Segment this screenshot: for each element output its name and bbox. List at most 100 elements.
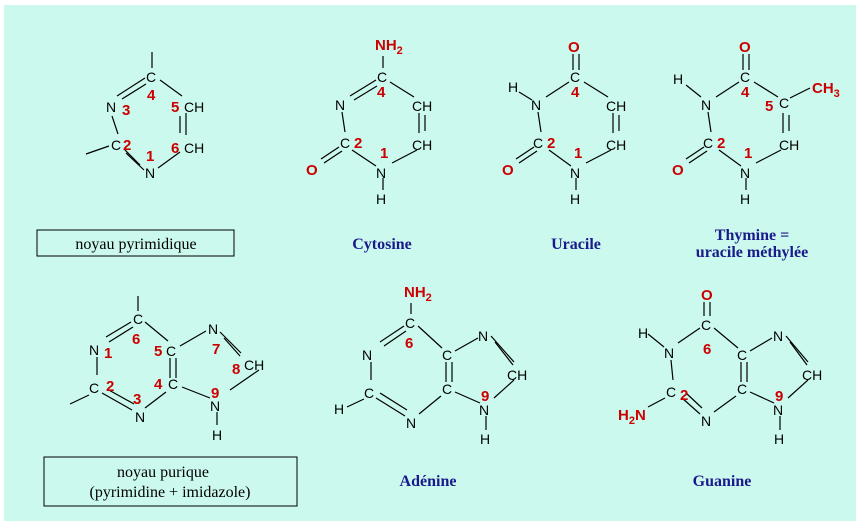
atom-n9: N [479, 402, 489, 418]
atom-c2: C [340, 135, 350, 151]
atom-c5: CH [412, 98, 432, 114]
pos-6: 6 [405, 335, 413, 352]
atom-n1: N [89, 342, 99, 358]
purine-label-box [43, 456, 298, 507]
atom-c5: C [166, 343, 176, 359]
atom-n3: N [701, 97, 711, 113]
atom-h3: H [673, 71, 683, 87]
thymine-name-line1: Thymine = [715, 227, 789, 244]
atom-h9: H [480, 431, 490, 447]
atom-c2: C [111, 137, 121, 153]
pos-2: 2 [547, 135, 555, 152]
pos-4: 4 [154, 376, 163, 393]
thymine-structure: O H N C C CH3 CH N H C O 4 5 2 1 Thymine… [672, 39, 840, 261]
atom-n3: N [406, 415, 416, 431]
substituent-o2: O [672, 162, 684, 179]
adenine-structure: NH2 N C C N CH H C N C N H 6 9 Adénine [334, 284, 527, 490]
atom-c2: C [89, 380, 99, 396]
pos-4: 4 [571, 84, 580, 101]
atom-c2: C [666, 384, 676, 400]
atom-n1: N [664, 345, 674, 361]
atom-n1: N [740, 165, 750, 181]
substituent-o4: O [568, 39, 580, 56]
pos-2: 2 [106, 378, 114, 395]
purine-core: N C C N CH C N C N H 1 6 5 7 8 2 3 4 9 n… [43, 296, 298, 507]
cytosine-structure: NH2 N C CH CH N H C O 4 2 1 Cytosine [306, 37, 432, 253]
pos-2: 2 [680, 387, 688, 404]
bonds [346, 303, 515, 430]
atom-c6: CH [606, 137, 626, 153]
pos-9: 9 [775, 388, 783, 405]
atom-c8: CH [244, 357, 264, 373]
atom-n1: N [145, 165, 155, 181]
substituent-o2: O [502, 162, 514, 179]
uracile-structure: O H N C CH CH N H C O 4 2 1 Uracile [502, 39, 626, 253]
atom-h1: H [570, 191, 580, 207]
bonds [515, 54, 620, 190]
atom-h3: H [508, 79, 518, 95]
substituent-o: O [306, 162, 318, 179]
atom-c4: C [146, 69, 156, 85]
pos-7: 7 [212, 341, 220, 358]
atom-c4: C [168, 376, 178, 392]
pyrimidine-core-label: noyau pyrimidique [75, 236, 196, 253]
atom-c6: CH [779, 137, 799, 153]
atom-n7: N [478, 328, 488, 344]
pos-1: 1 [744, 145, 752, 162]
pos-1: 1 [574, 145, 582, 162]
atom-n3: N [106, 99, 116, 115]
pos-1: 1 [104, 345, 112, 362]
cytosine-name: Cytosine [352, 236, 412, 253]
pos-4: 4 [147, 87, 156, 104]
atom-n9: N [210, 398, 220, 414]
atom-n3: N [335, 97, 345, 113]
atom-c4: C [737, 381, 747, 397]
atom-n7: N [773, 328, 783, 344]
uracile-name: Uracile [551, 236, 601, 253]
purine-core-label-line1: noyau purique [117, 464, 209, 481]
pos-6: 6 [703, 341, 711, 358]
bonds [85, 52, 187, 171]
atom-c4: C [740, 69, 750, 85]
pyrimidine-core: N C CH CH N C 3 4 5 6 1 2 noyau pyrimidi… [36, 52, 235, 257]
atom-h9: H [212, 427, 222, 443]
atom-n1: N [376, 165, 386, 181]
atom-c8: CH [802, 367, 822, 383]
diagram-background [4, 5, 856, 521]
atom-h1: H [376, 191, 386, 207]
atom-n3: N [701, 413, 711, 429]
atom-c8: CH [507, 367, 527, 383]
substituent-nh2: NH2 [375, 37, 403, 57]
atom-h1: H [638, 325, 648, 341]
pos-9: 9 [211, 385, 219, 402]
bonds [647, 302, 809, 430]
pos-1: 1 [146, 148, 154, 165]
substituent-ch3: CH3 [812, 80, 840, 100]
substituent-o4: O [739, 39, 751, 56]
guanine-structure: O H N C C N CH C H2N N C N H 6 2 9 Guani… [618, 287, 822, 490]
pyrimidine-label-box [36, 229, 235, 257]
pos-5: 5 [154, 343, 162, 360]
thymine-name-line2: uracile méthylée [696, 244, 808, 261]
substituent-nh2: NH2 [404, 284, 432, 304]
pos-3: 3 [133, 391, 141, 408]
pos-2: 2 [717, 135, 725, 152]
atom-h2: H [334, 401, 344, 417]
pos-2: 2 [123, 137, 131, 154]
atom-h1: H [740, 191, 750, 207]
pos-5: 5 [171, 99, 179, 116]
atom-c6: CH [412, 137, 432, 153]
pos-6: 6 [132, 331, 140, 348]
atom-c4: C [377, 69, 387, 85]
atom-n1: N [362, 347, 372, 363]
atom-c6: C [133, 311, 143, 327]
pos-6: 6 [171, 140, 179, 157]
bonds [685, 54, 811, 190]
atom-n3: N [135, 409, 145, 425]
atom-c4: C [442, 381, 452, 397]
pos-3: 3 [122, 102, 130, 119]
pos-1: 1 [380, 145, 388, 162]
guanine-name: Guanine [693, 473, 752, 490]
